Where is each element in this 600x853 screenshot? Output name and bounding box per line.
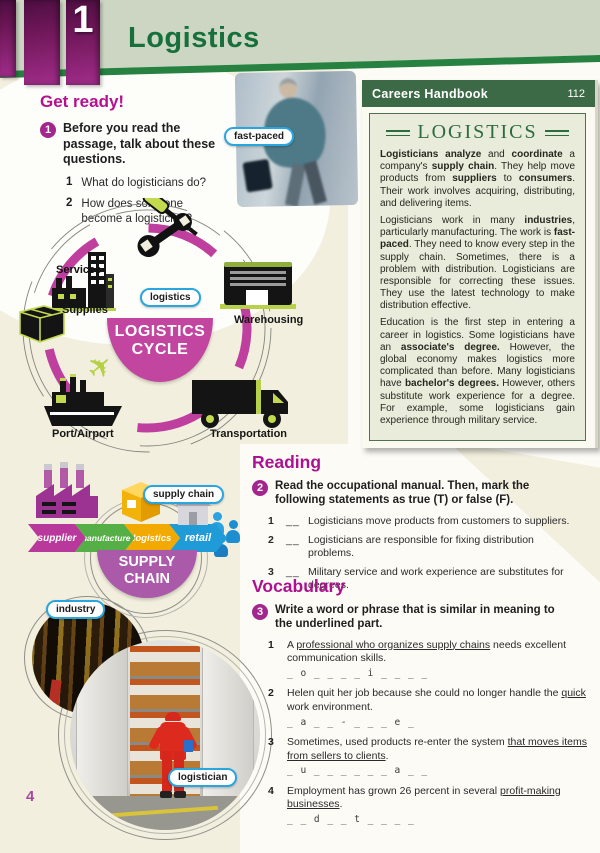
vocabulary-heading: Vocabulary [252, 576, 346, 596]
vocabulary-item: 4 Employment has grown 26 percent in sev… [268, 785, 592, 827]
supply-chain-label: supply chain [143, 485, 225, 504]
task-instruction: Before you read the passage, talk about … [63, 121, 216, 167]
reading-heading: Reading [252, 452, 322, 472]
statement-text: Logisticians are responsible for fixing … [308, 533, 534, 559]
vocab-number: 2 [268, 687, 274, 700]
unit-tab-bar-2 [24, 0, 60, 85]
vocab-number: 1 [268, 638, 274, 651]
vocabulary-item: 1 A professional who organizes supply ch… [268, 639, 592, 681]
statement-number: 3 [268, 566, 274, 579]
chain-center-line1: SUPPLY [118, 554, 176, 570]
cycle-center-line1: LOGISTICS [114, 323, 206, 340]
fast-paced-label: fast-paced [224, 127, 295, 146]
answer-blank: __ [286, 533, 300, 546]
unit-number: 1 [72, 0, 94, 41]
statement-text: Logisticians move products from customer… [308, 514, 570, 527]
article-title: LOGISTICS [417, 121, 538, 143]
middle-background [240, 444, 358, 853]
vocab-number: 4 [268, 784, 274, 797]
answer-blank: __ [286, 514, 300, 527]
logistician-label: logistician [168, 768, 238, 787]
cycle-node-port-airport: Port/Airport [52, 428, 114, 440]
task-number-badge: 1 [40, 122, 56, 138]
handbook-header: Careers Handbook 112 [362, 80, 595, 107]
vocab-sentence: Sometimes, used products re-enter the sy… [287, 736, 587, 762]
factory-interior-detail [48, 679, 62, 707]
industry-label: industry [46, 600, 106, 619]
services-buildings-icon [50, 252, 116, 311]
unit-tab-number: 1 [66, 0, 100, 85]
statement-number: 2 [268, 533, 274, 546]
task-number-badge: 3 [252, 604, 268, 620]
vocabulary-list: 1 A professional who organizes supply ch… [268, 639, 592, 827]
logistician-ring-outer [58, 630, 272, 840]
statement-text: Military service and work experience are… [308, 566, 564, 592]
handbook-page-number: 112 [567, 87, 585, 100]
title-rule-right [544, 129, 569, 136]
statement-item: 1 __ Logisticians move products from cus… [268, 515, 588, 528]
question-number: 2 [66, 196, 73, 209]
vocab-sentence: A professional who organizes supply chai… [287, 638, 567, 665]
task-number-badge: 2 [252, 480, 268, 496]
vocab-sentence: Helen quit her job because she could no … [287, 687, 586, 714]
cycle-center-line2: CYCLE [131, 341, 189, 359]
reading-instruction: Read the occupational manual. Then, mark… [275, 480, 530, 507]
door-left [76, 640, 128, 804]
chain-arrow-supplier: supplier [28, 524, 86, 552]
tools-icon [137, 198, 198, 258]
vocab-answer-pattern: _ _ d _ _ t _ _ _ _ [287, 813, 415, 825]
article-paragraph: Logisticians work in many industries, pa… [380, 214, 575, 312]
cycle-node-services: Services [56, 264, 102, 276]
page-number: 4 [26, 788, 35, 805]
careers-handbook-panel: Careers Handbook 112 LOGISTICS Logistici… [362, 80, 598, 448]
header-band [0, 0, 600, 84]
reading-section: Reading 2 Read the occupational manual. … [252, 452, 588, 592]
statement-number: 1 [268, 514, 274, 527]
cycle-node-warehousing: Warehousing [234, 314, 304, 326]
article-paragraph: Education is the first step in entering … [380, 317, 575, 426]
cycle-node-transportation: Transportation [210, 428, 288, 440]
page-title: Logistics [128, 22, 260, 54]
factory-icon [36, 462, 98, 518]
statement-item: 2 __ Logisticians are responsible for fi… [268, 534, 588, 560]
title-rule-left [386, 129, 411, 136]
supplies-boxes-icon [19, 305, 65, 343]
chain-center-line2: CHAIN [124, 570, 170, 587]
statement-list: 1 __ Logisticians move products from cus… [268, 515, 588, 593]
logistician-ring-inner [64, 636, 266, 834]
article-title-row: LOGISTICS [380, 121, 575, 144]
statement-item: 3 __ Military service and work experienc… [268, 566, 588, 592]
question-text: What do logisticians do? [81, 176, 207, 189]
logistician-figure [147, 712, 199, 808]
vocab-sentence: Employment has grown 26 percent in sever… [287, 784, 561, 811]
vocabulary-section: Vocabulary 3 Write a word or phrase that… [252, 576, 592, 826]
question-number: 1 [66, 175, 73, 188]
unit-tab-bar-1 [0, 0, 16, 77]
get-ready-heading: Get ready! [40, 92, 125, 111]
clipboard [184, 740, 193, 752]
vocab-answer-pattern: _ u _ _ _ _ _ _ a _ _ [287, 765, 429, 777]
warehousing-icon [220, 262, 296, 309]
vocab-answer-pattern: _ o _ _ _ _ i _ _ _ _ [287, 668, 429, 680]
vocab-answer-pattern: _ a _ _ - _ _ _ e _ [287, 716, 415, 728]
get-ready-section: Get ready! 1 Before you read the passage… [40, 92, 240, 227]
transportation-truck-icon [192, 380, 288, 428]
answer-blank: __ [286, 566, 300, 579]
handbook-title: Careers Handbook [372, 86, 488, 101]
logistician-photo [70, 640, 260, 830]
article-paragraph: Logisticians analyze and coordinate a co… [380, 149, 576, 209]
vocabulary-instruction: Write a word or phrase that is similar i… [275, 604, 555, 631]
vocabulary-item: 3 Sometimes, used products re-enter the … [268, 736, 592, 778]
logistics-cycle-diagram: Services Supplies logistics Warehousing [12, 198, 347, 460]
port-ship-icon [44, 374, 122, 426]
cycle-node-supplies: Supplies [62, 304, 108, 316]
vocab-number: 3 [268, 736, 274, 748]
logistics-label: logistics [140, 288, 201, 307]
handbook-article: LOGISTICS Logisticians analyze and coord… [369, 113, 586, 441]
supply-chain-diagram: supply chain supplier manufacture logist… [12, 462, 264, 618]
question-item: 1 What do logisticians do? [66, 176, 240, 191]
vocabulary-item: 2 Helen quit her job because she could n… [268, 687, 592, 729]
